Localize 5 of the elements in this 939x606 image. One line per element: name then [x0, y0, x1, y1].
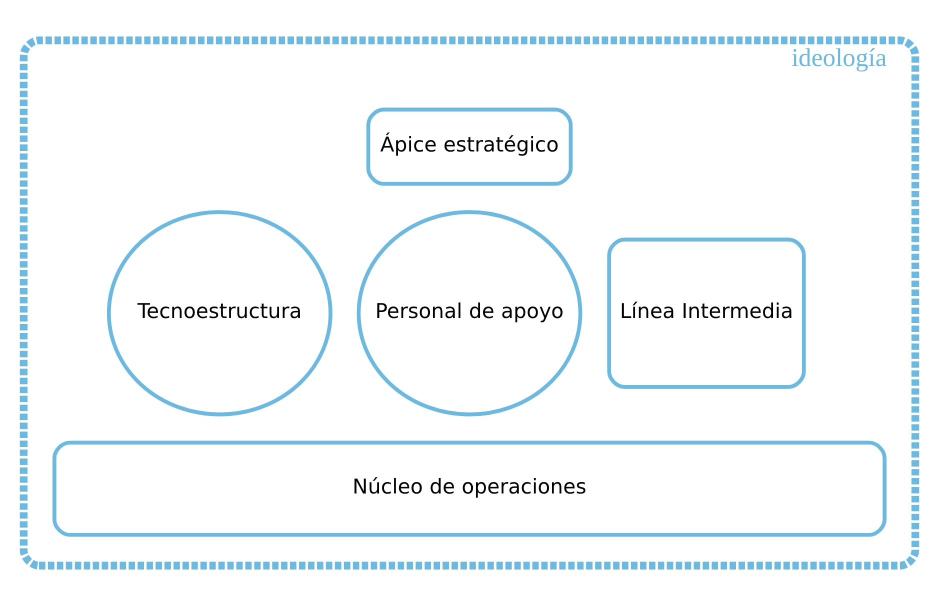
- node-box: Núcleo de operaciones: [52, 440, 886, 537]
- node-box: Línea Intermedia: [607, 238, 806, 389]
- node-circle: Personal de apoyo: [356, 210, 582, 416]
- node-box: Ápice estratégico: [366, 108, 573, 186]
- node-circle: Tecnoestructura: [106, 210, 332, 416]
